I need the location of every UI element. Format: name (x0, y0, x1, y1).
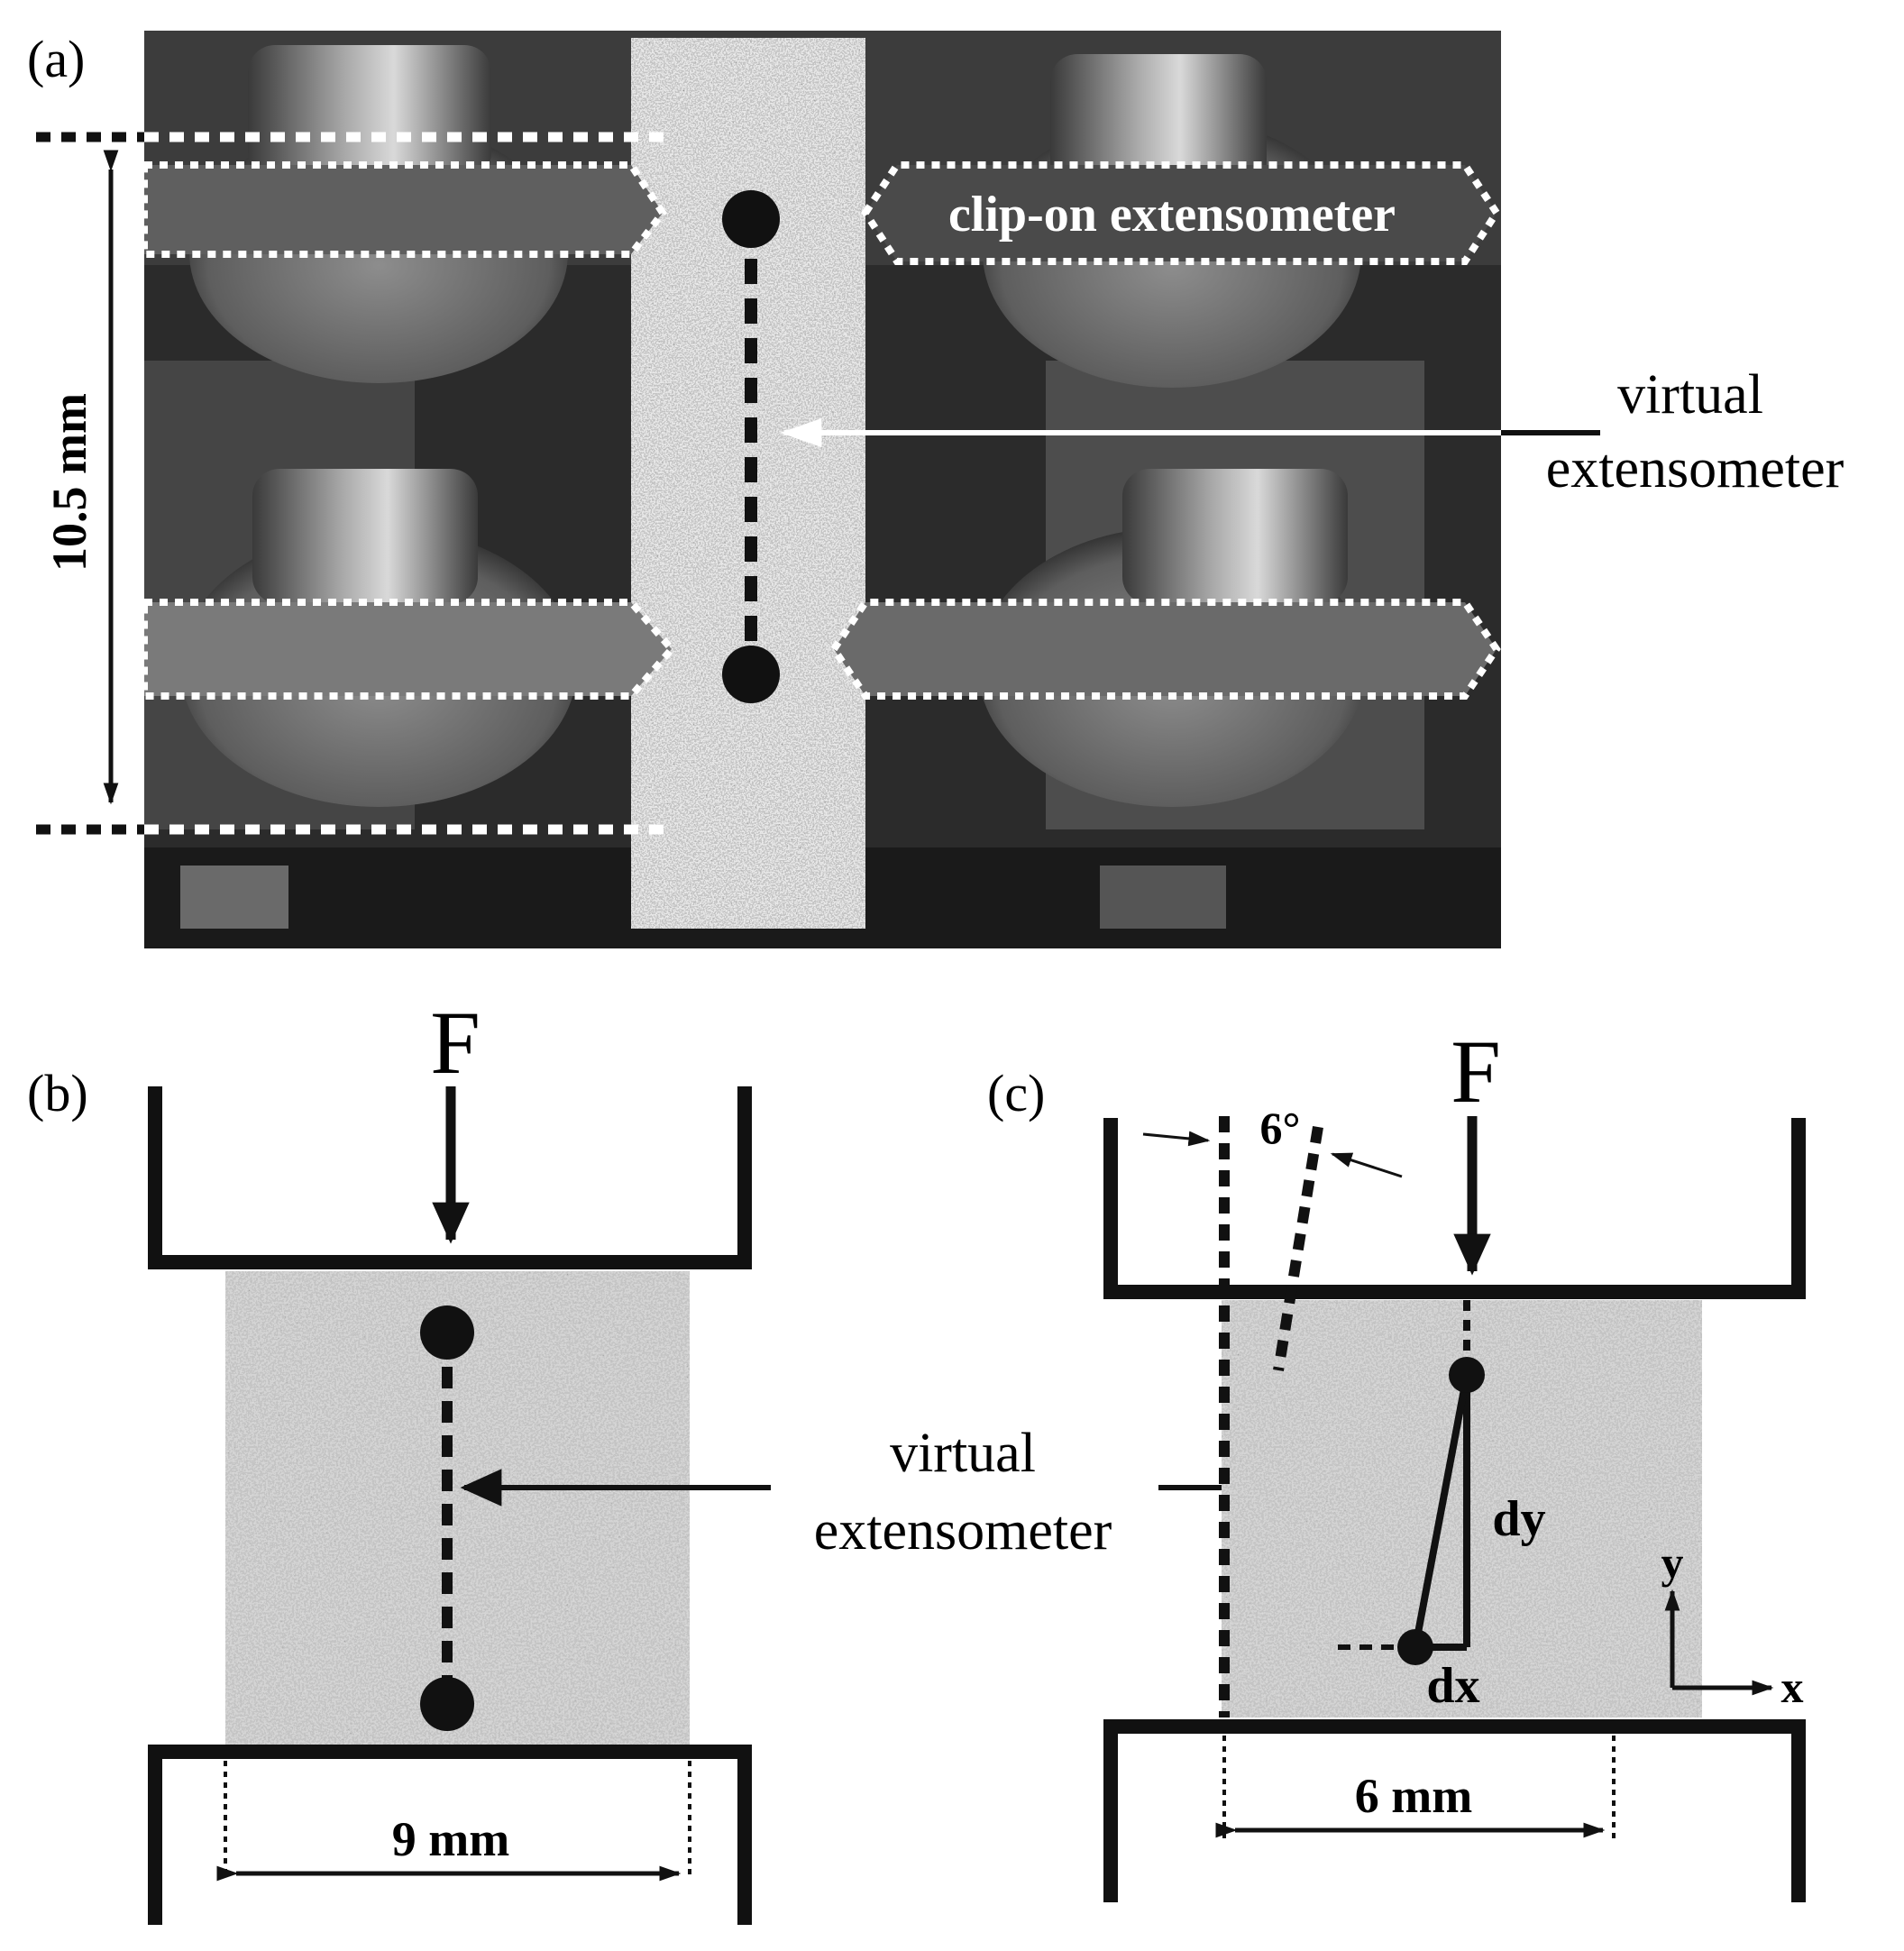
virtual-label-b-line2: extensometer (814, 1500, 1112, 1562)
gauge-lines (36, 132, 672, 835)
bolt-head (252, 469, 478, 604)
tilted-reference-line (1273, 1126, 1323, 1371)
virtual-label-line1: virtual (1617, 364, 1763, 426)
panel-a-label: (a) (27, 30, 85, 88)
panel-c: (c) F 6° dy dx y x 6 mm (987, 1021, 1806, 1902)
dimension-label-10-5mm: 10.5 mm (42, 393, 96, 572)
specimen-c (1222, 1300, 1702, 1717)
lower-platen-b (148, 1745, 752, 1925)
specimen-speckle (631, 38, 865, 929)
dy-label: dy (1492, 1491, 1545, 1547)
gauge-point-bottom (722, 646, 780, 703)
virtual-extensometer-c (1412, 1374, 1470, 1648)
upper-platen-c (1103, 1118, 1806, 1299)
panel-a: (a) (27, 30, 1844, 948)
bolt-head (1050, 54, 1267, 189)
clip-on-extensometer-label: clip-on extensometer (948, 187, 1396, 243)
angle-arrow-left (1142, 1131, 1211, 1147)
upper-platen-b (148, 1086, 752, 1269)
gauge-point-c-bottom (1397, 1629, 1433, 1665)
gauge-point-b-bottom (420, 1677, 474, 1731)
panel-b-label: (b) (27, 1064, 88, 1122)
y-axis-label: y (1661, 1537, 1684, 1588)
gauge-point-b-top (420, 1305, 474, 1360)
virtual-label-line2: extensometer (1546, 438, 1844, 499)
angle-label: 6° (1260, 1103, 1301, 1153)
dimension-label-6mm: 6 mm (1355, 1769, 1472, 1823)
gauge-point-c-top (1449, 1357, 1485, 1393)
x-axis-label: x (1781, 1662, 1804, 1712)
clip-on-label-box (861, 161, 1501, 265)
dx-label: dx (1426, 1658, 1479, 1714)
angle-arrow-right (1330, 1152, 1403, 1178)
panel-c-label: (c) (987, 1064, 1045, 1122)
gauge-point-top (722, 190, 780, 248)
bolt-head (1122, 469, 1348, 604)
virtual-label-b-line1: virtual (890, 1423, 1036, 1484)
clip-arms (141, 161, 1501, 700)
lower-platen-c (1103, 1719, 1806, 1902)
force-label-b: F (430, 993, 481, 1093)
panel-b: (b) F 9 mm (27, 993, 752, 1925)
dimension-label-9mm: 9 mm (392, 1812, 509, 1866)
bolt-head (248, 45, 491, 180)
force-label-c: F (1451, 1021, 1501, 1122)
